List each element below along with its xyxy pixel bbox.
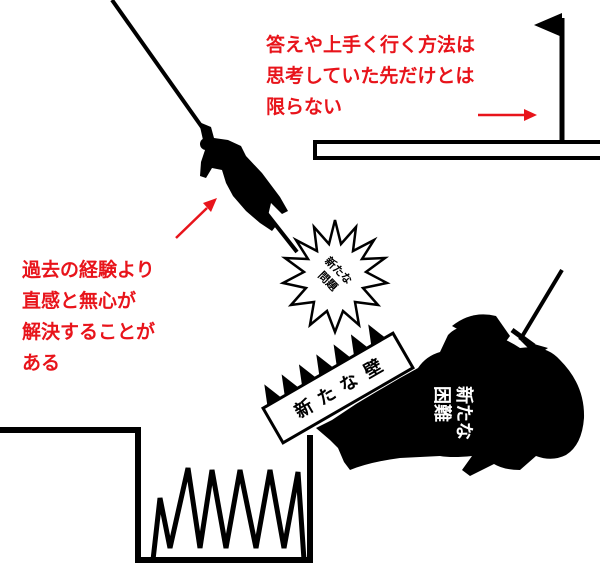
- caption-top: 答えや上手く行く方法は 思考していた先だけとは 限らない: [266, 30, 475, 123]
- spike-pit-icon: [0, 427, 313, 563]
- arrow-to-ledge: [478, 109, 537, 121]
- caption-top-line-3: 限らない: [266, 96, 343, 118]
- rope-climber-figure: [199, 122, 288, 231]
- caption-left-line-3: 解決することが: [22, 321, 156, 343]
- caption-left-line-4: ある: [22, 352, 61, 374]
- new-problem-burst: 新たな 問題: [279, 219, 391, 336]
- sword-icon: [510, 268, 564, 356]
- monster-label-2: 困難: [431, 386, 453, 422]
- caption-left-line-1: 過去の経験より: [22, 259, 155, 281]
- monster-label-1: 新たな: [453, 386, 475, 440]
- caption-top-line-1: 答えや上手く行く方法は: [266, 34, 476, 56]
- new-difficulty-monster: 新たな 困難: [316, 314, 585, 476]
- arrow-to-climber: [175, 198, 217, 239]
- goal-flag-icon: [534, 13, 565, 141]
- caption-left-line-2: 直感と無心が: [22, 290, 137, 312]
- goal-ledge: [313, 140, 600, 160]
- caption-left: 過去の経験より 直感と無心が 解決することが ある: [22, 255, 155, 379]
- new-wall: 新 た な 壁: [260, 324, 416, 445]
- caption-top-line-2: 思考していた先だけとは: [266, 65, 475, 87]
